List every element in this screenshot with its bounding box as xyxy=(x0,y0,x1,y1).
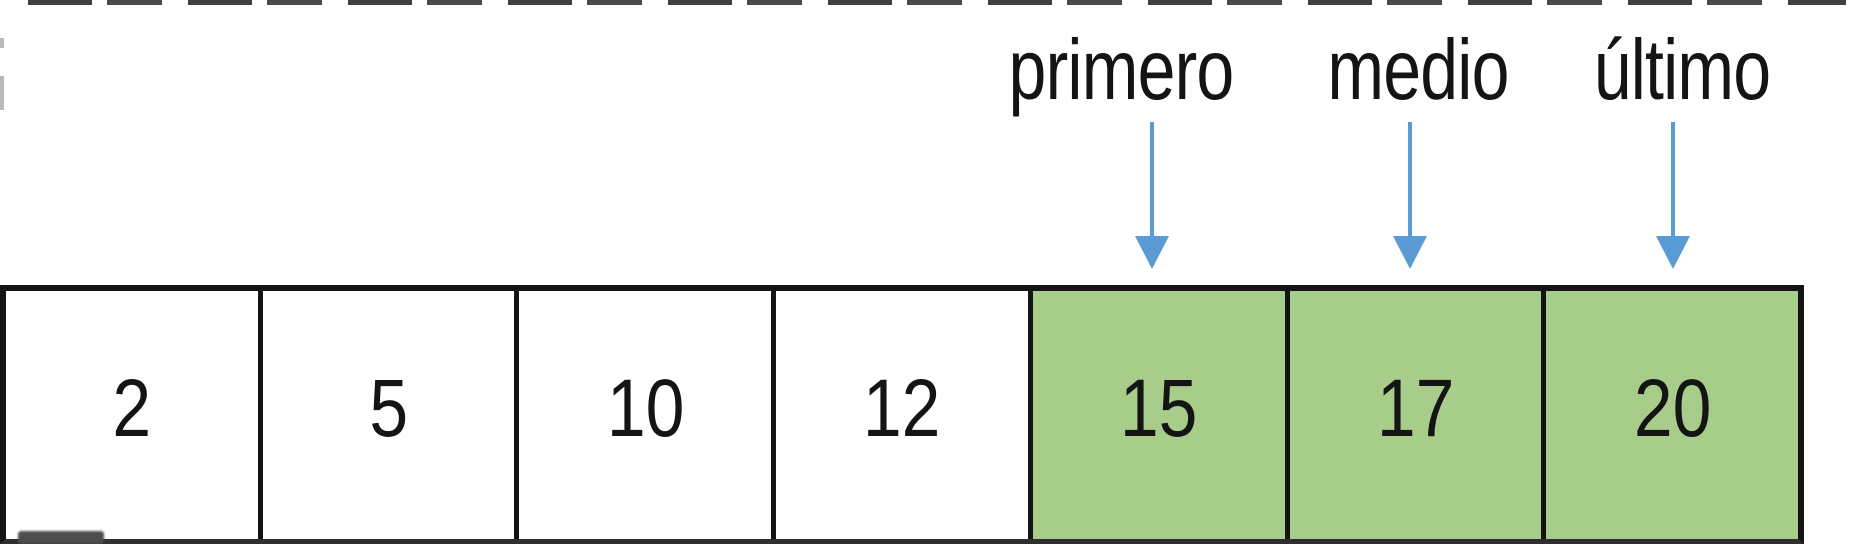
arrow-shaft xyxy=(1671,122,1675,240)
cell-value: 10 xyxy=(606,362,685,454)
array-cell: 2 xyxy=(6,291,263,539)
array-cell: 17 xyxy=(1289,291,1547,539)
cell-value: 2 xyxy=(112,362,152,454)
left-edge-speck xyxy=(0,76,4,110)
cell-value: 5 xyxy=(369,362,408,454)
down-arrow-icon xyxy=(1656,236,1690,269)
cropped-content-top-edge xyxy=(28,0,1846,5)
pointer-label-medio: medio xyxy=(1327,23,1509,118)
array-cell: 20 xyxy=(1546,291,1799,539)
down-arrow-icon xyxy=(1393,236,1427,269)
cropped-content-bottom-edge xyxy=(18,531,104,544)
array-table: 2 5 10 12 15 17 20 xyxy=(0,285,1804,544)
cell-value: 12 xyxy=(863,362,941,454)
cell-value: 17 xyxy=(1376,362,1455,454)
array-cell: 12 xyxy=(776,291,1033,539)
down-arrow-icon xyxy=(1135,236,1169,269)
left-edge-speck xyxy=(0,38,4,48)
cell-value: 20 xyxy=(1633,362,1711,454)
arrow-shaft xyxy=(1150,122,1154,240)
arrow-shaft xyxy=(1408,122,1412,240)
cell-value: 15 xyxy=(1119,362,1198,454)
array-cell: 10 xyxy=(519,291,777,539)
array-cell: 5 xyxy=(262,291,520,539)
pointer-label-ultimo: último xyxy=(1593,23,1771,118)
array-cell: 15 xyxy=(1032,291,1290,539)
pointer-label-primero: primero xyxy=(1008,23,1235,118)
